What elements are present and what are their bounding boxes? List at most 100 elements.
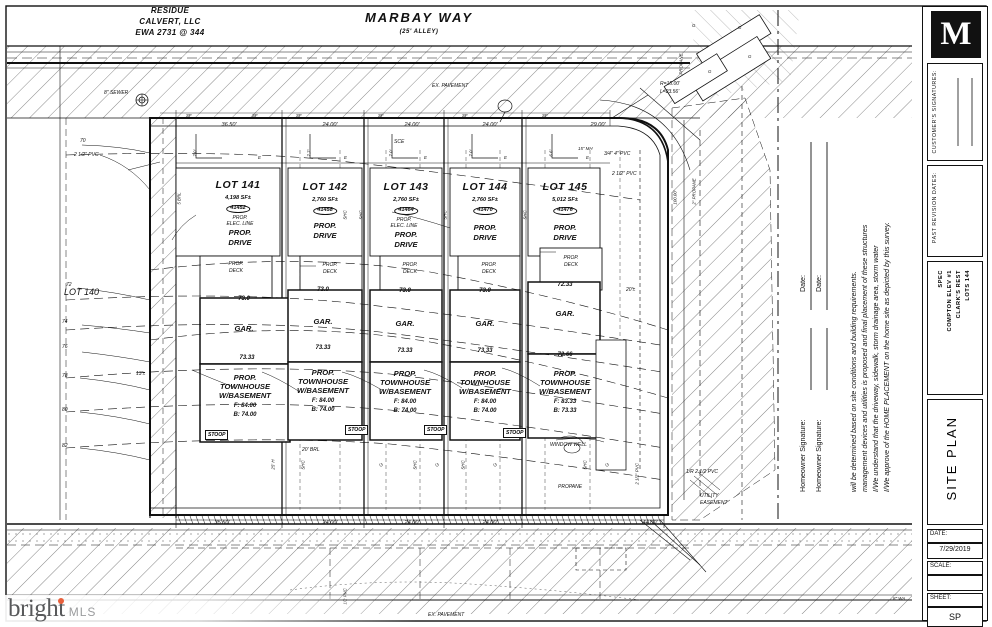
adjacent-lot-140-label: LOT 140 (64, 287, 100, 297)
mh-15-label: 15" MH (578, 146, 593, 151)
arc-length-label: L=23.56' (660, 89, 680, 95)
contour-80: 80 (62, 407, 68, 413)
lot-143-drive-l2: DRIVE (394, 240, 418, 249)
contour-78: 78 (62, 373, 68, 379)
sf-mark-4: SF (378, 113, 384, 118)
customers-signatures-cell[interactable]: CUSTOMER'S SIGNATURES: (927, 63, 983, 161)
lot-141-address: 41452 (226, 205, 250, 213)
g-mark-4: G (604, 463, 610, 467)
street-subtitle-alley: (25' ALLEY) (399, 29, 439, 35)
lot-144-f-elev: F: 84.00 (473, 399, 497, 405)
g-mark-1: G (378, 463, 384, 467)
contour-72: 72 (66, 282, 72, 288)
lot-142-house-l2: TOWNHOUSE (297, 377, 349, 386)
site-boundary (149, 117, 669, 516)
lot-142-house-l3: W/BASEMENT (297, 386, 349, 395)
lot-143-address: 41464 (394, 207, 418, 215)
lot-144-b-elev: B: 74.00 (473, 408, 497, 414)
setback-142: 7.7' (306, 149, 312, 157)
lot-144-area: 2,760 SF± (472, 197, 498, 203)
g-mark-3: G (492, 463, 498, 467)
lot-145-house-l2: TOWNHOUSE (539, 378, 591, 387)
past-revision-dates-cell[interactable]: PAST REVISION DATES: (927, 165, 983, 257)
date-label: DATE: (930, 531, 948, 537)
shc-1: SHC (300, 460, 306, 470)
project-line-3: CLARK'S REST (956, 270, 962, 319)
easement-mark-2: E (344, 155, 347, 160)
propane-vertical-label: 2" PROPANE (691, 178, 697, 205)
g-mark-top-3: G (748, 54, 752, 59)
sheet-value: SP (948, 612, 961, 622)
pvc-right-a-label: 3/4" 4" PVC (604, 151, 631, 157)
lot-141-name: LOT 141 (215, 179, 261, 191)
scale-label: SCALE: (930, 563, 952, 569)
lot-142-f-elev: F: 84.00 (311, 398, 335, 404)
lot-145-address: 41476 (553, 207, 577, 215)
lot-145-gar-elev: 72.33 (557, 282, 573, 288)
g-mark-top-2: G (738, 25, 742, 30)
pvc-vertical-label: 2 1/2" PVC (634, 463, 640, 485)
propane-bottom-label: PROPANE (558, 484, 583, 490)
lot-144-house-l1: PROP. (473, 369, 497, 378)
scale-value-cell[interactable] (927, 575, 983, 591)
dim-20-label: 20'± (626, 287, 636, 293)
right-upper-hatch (690, 10, 800, 100)
lot-142-b-elev: B: 74.00 (311, 407, 335, 413)
lot-144-deck-l1: PROP. (481, 262, 497, 268)
lot-143-drive-l1: PROP. (394, 230, 418, 239)
setback-141: 7.0' (192, 149, 198, 157)
ex-pavement-top-label: EX. PAVEMENT (432, 83, 469, 89)
lot-144-house-elev: 73.33 (477, 348, 493, 354)
setback-144: 7.0' (468, 149, 474, 157)
lot-142-deck-l1: PROP. (322, 262, 338, 268)
radius-label: R=15.00' (660, 81, 680, 87)
watermark-fade-bar (0, 595, 992, 627)
contour-70: 70 (80, 138, 86, 144)
residue-line-2: CALVERT, LLC (139, 17, 201, 26)
lot-142-drive-l2: DRIVE (313, 231, 337, 240)
utility-easement-l1: UTILITY (700, 493, 719, 499)
sce-label: SCE (394, 139, 405, 145)
utility-easement-l2: EASEMENT (700, 500, 728, 506)
company-logo-m: M (931, 11, 981, 58)
lot-141-house-elev: 73.33 (239, 355, 255, 361)
bottom-dim-3: 24.00' (404, 520, 420, 526)
pvc-bottom-label: 1/R 2 1/2 PVC (686, 469, 718, 475)
sheet-label-cell: SHEET: (927, 593, 983, 607)
stoop-141: STOOP (205, 430, 229, 440)
lot-142-address: 41458 (313, 207, 337, 215)
contour-76: 76 (62, 344, 68, 350)
sewer-label: 8" SEWER (104, 90, 129, 96)
stoop-144: STOOP (503, 428, 527, 438)
shc-8: SHC (582, 460, 588, 470)
lot-144-drive-l2: DRIVE (473, 233, 497, 242)
lot-142-drive-l1: PROP. (313, 221, 337, 230)
contour-82: 82 (62, 443, 68, 449)
g-mark-2: G (434, 463, 440, 467)
project-name-cell: SPEC COMPTON ELEV #1 CLARK'S REST LOTS 1… (927, 261, 983, 395)
bottom-dim-5: 44.00' (642, 520, 658, 526)
top-dim-lot-141: 36.50' (221, 122, 237, 128)
brl-side-label: 5 BRL (176, 192, 182, 205)
top-dim-lot-145: 29.00' (590, 122, 606, 128)
right-hatch-region (671, 97, 776, 521)
easement-mark-5: E (586, 155, 589, 160)
lot-142-gar-label: GAR. (313, 317, 333, 326)
project-line-1: SPEC (938, 270, 944, 288)
lot-144-name: LOT 144 (462, 181, 508, 193)
lot-145-drive-l2: DRIVE (553, 233, 577, 242)
lot-142-name: LOT 142 (302, 181, 348, 193)
lot-145-f-elev: F: 83.33 (553, 399, 577, 405)
shc-7: SHC (442, 210, 448, 220)
bottom-dim-1: 35.50' (214, 520, 230, 526)
shc-2: SHC (412, 460, 418, 470)
past-revision-dates-label: PAST REVISION DATES: (932, 172, 938, 244)
lot-145-drive-l1: PROP. (553, 223, 577, 232)
lot-142-deck-l2: DECK (323, 269, 337, 275)
lot-143-house-l2: TOWNHOUSE (379, 378, 431, 387)
lot-141-drive-l1: PROP. (228, 228, 252, 237)
top-dim-lot-144: 24.00' (482, 122, 498, 128)
date-value-cell[interactable]: 7/29/2019 (927, 543, 983, 559)
lot-142-house-l1: PROP. (311, 368, 335, 377)
sheet-value-cell[interactable]: SP (927, 607, 983, 627)
